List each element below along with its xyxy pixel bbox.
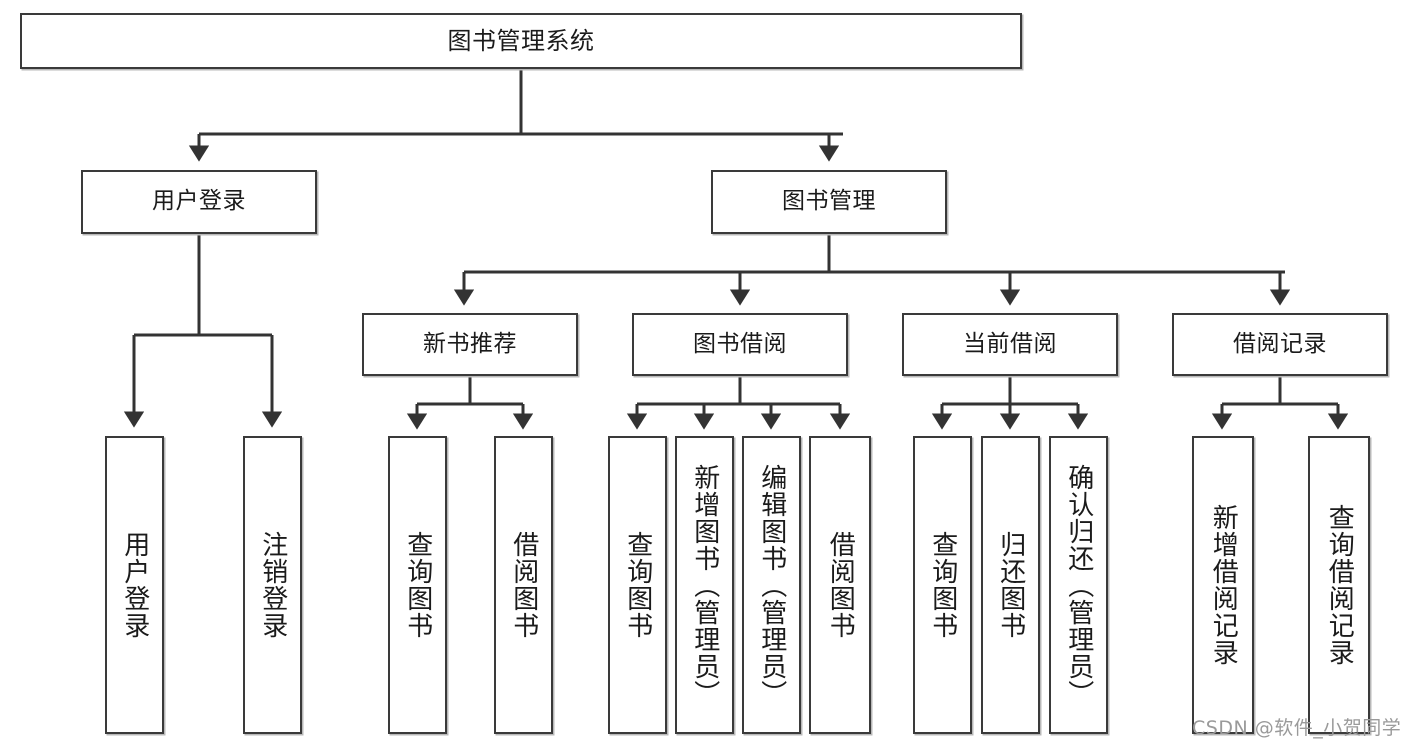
node-leaf-return-book[interactable]: 归还图书 (981, 436, 1040, 734)
node-book-borrow[interactable]: 图书借阅 (632, 313, 848, 376)
node-label: 查询图书 (927, 531, 958, 639)
node-label: 用户登录 (119, 531, 150, 639)
node-label: 编辑图书（管理员） (756, 463, 787, 707)
node-leaf-confirm-return-admin[interactable]: 确认归还（管理员） (1049, 436, 1108, 734)
node-label: 查询图书 (402, 531, 433, 639)
node-label: 图书借阅 (693, 330, 787, 357)
node-leaf-user-login[interactable]: 用户登录 (105, 436, 164, 734)
node-label: 确认归还（管理员） (1063, 463, 1094, 707)
node-leaf-borrow-book-recommend[interactable]: 借阅图书 (494, 436, 553, 734)
node-current-borrow[interactable]: 当前借阅 (902, 313, 1118, 376)
node-leaf-query-borrow-record[interactable]: 查询借阅记录 (1308, 436, 1370, 734)
node-label: 归还图书 (995, 531, 1026, 639)
node-leaf-query-book-recommend[interactable]: 查询图书 (388, 436, 447, 734)
node-label: 查询图书 (622, 531, 653, 639)
node-label: 注销登录 (257, 531, 288, 639)
node-label: 图书管理 (782, 188, 876, 215)
node-label: 当前借阅 (963, 330, 1057, 357)
node-leaf-edit-book-admin[interactable]: 编辑图书（管理员） (742, 436, 801, 734)
node-label: 查询借阅记录 (1324, 504, 1355, 666)
node-label: 图书管理系统 (447, 26, 595, 55)
node-root-book-management-system[interactable]: 图书管理系统 (20, 13, 1022, 69)
node-label: 新增图书（管理员） (689, 463, 720, 707)
node-borrow-records[interactable]: 借阅记录 (1172, 313, 1388, 376)
node-book-management[interactable]: 图书管理 (711, 170, 947, 234)
node-label: 用户登录 (152, 188, 246, 215)
node-leaf-add-book-admin[interactable]: 新增图书（管理员） (675, 436, 734, 734)
node-new-book-recommend[interactable]: 新书推荐 (362, 313, 578, 376)
node-label: 借阅图书 (508, 531, 539, 639)
node-label: 借阅图书 (825, 531, 856, 639)
node-leaf-query-book-current[interactable]: 查询图书 (913, 436, 972, 734)
csdn-watermark: CSDN @软件_小贺同学 (1192, 717, 1402, 739)
node-label: 借阅记录 (1233, 330, 1327, 357)
node-leaf-add-borrow-record[interactable]: 新增借阅记录 (1192, 436, 1254, 734)
node-label: 新增借阅记录 (1208, 504, 1239, 666)
node-leaf-logout[interactable]: 注销登录 (243, 436, 302, 734)
node-label: 新书推荐 (423, 330, 517, 357)
node-leaf-query-book-borrow[interactable]: 查询图书 (608, 436, 667, 734)
node-leaf-borrow-book[interactable]: 借阅图书 (809, 436, 871, 734)
node-user-login[interactable]: 用户登录 (81, 170, 317, 234)
